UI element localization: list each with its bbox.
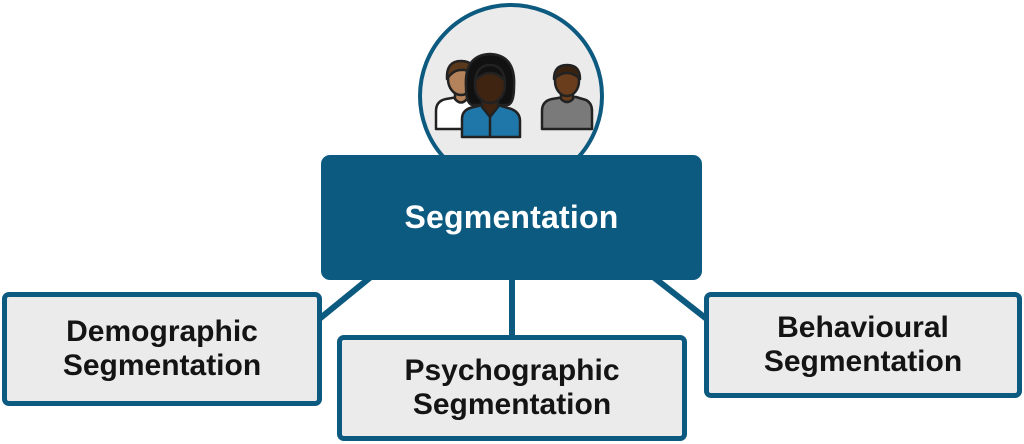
person-right-icon xyxy=(540,63,594,131)
person-front-icon xyxy=(460,52,522,139)
demographic-segmentation-box: Demographic Segmentation xyxy=(2,292,322,406)
psychographic-label-line2: Segmentation xyxy=(412,388,612,421)
demographic-label-line2: Segmentation xyxy=(62,349,262,382)
connector-left xyxy=(315,273,375,323)
behavioural-segmentation-box: Behavioural Segmentation xyxy=(704,292,1022,398)
psychographic-segmentation-box: Psychographic Segmentation xyxy=(337,335,687,441)
segmentation-main-box: Segmentation xyxy=(321,155,702,280)
segmentation-title: Segmentation xyxy=(404,199,619,235)
behavioural-label-line2: Segmentation xyxy=(763,345,963,378)
people-group-icon xyxy=(434,52,594,139)
psychographic-label-line1: Psychographic xyxy=(404,353,620,387)
demographic-label-line1: Demographic xyxy=(66,314,258,348)
connector-right xyxy=(649,273,711,323)
behavioural-label-line1: Behavioural xyxy=(777,310,949,344)
